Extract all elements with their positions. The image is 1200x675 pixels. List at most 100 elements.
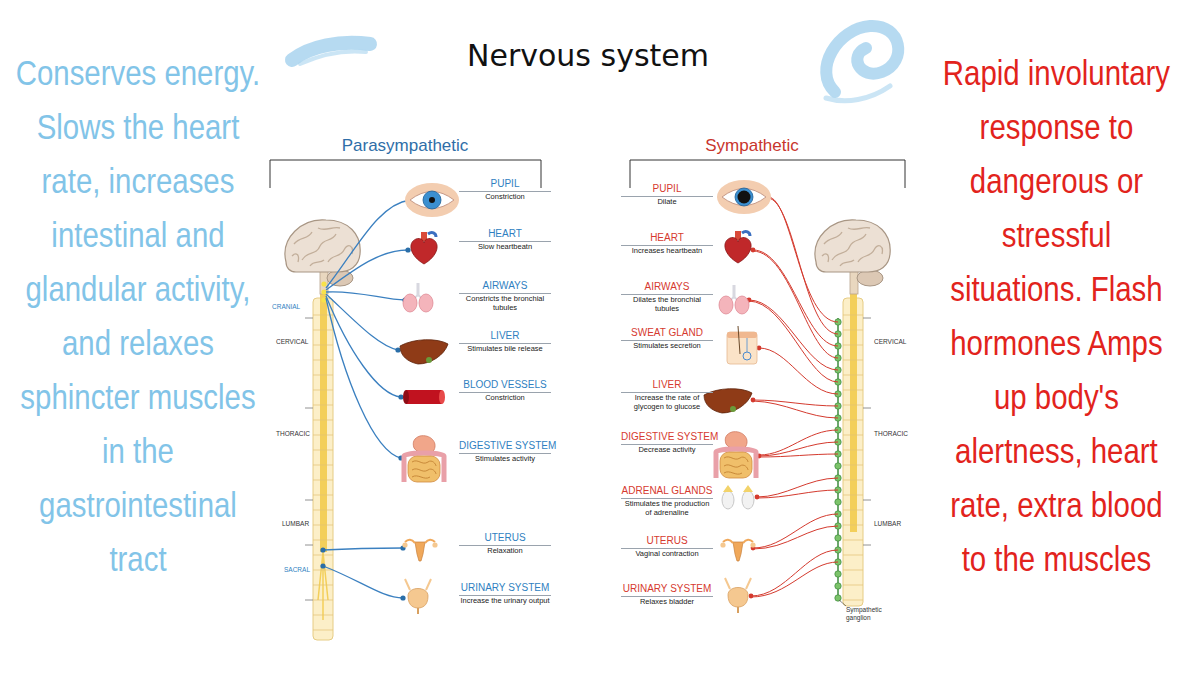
nerve-end-dot — [400, 595, 405, 600]
sympathetic-nerve — [749, 301, 838, 382]
organ-name: AIRWAYS — [621, 281, 713, 295]
organ-name: LIVER — [621, 379, 713, 393]
organ-name: BLOOD VESSELS — [459, 379, 551, 393]
brush-stroke — [300, 52, 366, 65]
nerve-end-dot — [320, 197, 412, 600]
parasympathetic-nerve — [323, 566, 403, 598]
eye-icon — [405, 183, 459, 217]
diagram-title: Nervous system — [418, 38, 758, 74]
sympathetic-spine — [863, 318, 871, 545]
nerve-end-dot — [320, 563, 325, 568]
sympathetic-nerve — [749, 197, 838, 597]
organ-name: SWEAT GLAND — [621, 327, 713, 341]
parasympathetic-spine — [318, 552, 328, 620]
ganglion-chain — [835, 318, 846, 606]
sympathetic-nerve — [753, 251, 838, 358]
organ-effect: Vaginal contraction — [621, 550, 713, 559]
sympathetic-nerve — [753, 400, 838, 406]
sympathetic-nerve — [768, 197, 838, 322]
sympathetic-nerve — [749, 300, 838, 370]
organ-effect: Constriction — [459, 394, 551, 403]
sympathetic-nerve — [759, 348, 838, 394]
organ-name: HEART — [621, 232, 713, 246]
ganglion-chain — [835, 595, 841, 601]
nerve-end-dot — [398, 394, 403, 399]
organ-name: PUPIL — [621, 183, 713, 197]
organ-effect: Stimulates secretion — [621, 342, 713, 351]
sympathetic-nerve — [753, 514, 838, 548]
parasympathetic-nerve — [326, 250, 408, 290]
nerve-end-dot — [405, 247, 410, 252]
organ-effect: Dilate — [621, 198, 713, 207]
sympathetic-nerve — [759, 430, 838, 455]
organ-name: AIRWAYS — [459, 280, 551, 294]
brush-stroke — [826, 26, 898, 92]
organ-effect: Constricts the bronchial tubules — [459, 295, 551, 312]
parasympathetic-spine — [320, 292, 327, 552]
ganglion-chain — [835, 535, 841, 541]
bladder-icon — [725, 578, 751, 613]
liver-icon — [400, 340, 448, 364]
parasympathetic-nerve — [323, 548, 403, 550]
sympathetic-nerve — [751, 562, 838, 597]
side-note: Rapid involuntary response to dangerous … — [938, 46, 1175, 586]
organ-effect: Increase the urinary output — [459, 597, 551, 606]
organ-effect: Slow heartbeatn — [459, 243, 551, 252]
panel-heading: Parasympathetic — [305, 136, 505, 156]
parasympathetic-nerve — [326, 296, 401, 397]
nerve-end-dot — [320, 547, 325, 552]
airways-icon — [719, 285, 749, 314]
organ-effect: Stimulates bile release — [459, 345, 551, 354]
organ-effect: Constriction — [459, 193, 551, 202]
panel-bracket — [270, 160, 905, 188]
organ-name: DIGESTIVE SYSTEM — [459, 440, 551, 454]
organ-name: PUPIL — [459, 178, 551, 192]
sympathetic-spine — [843, 315, 863, 600]
organ-effect: Increase the rate of glycogen to glucose — [621, 394, 713, 411]
brush-stroke — [826, 86, 890, 101]
organ-name: LIVER — [459, 330, 551, 344]
bladder-icon — [405, 579, 431, 614]
spine-region-label: LUMBAR — [282, 520, 316, 528]
organ-effect: Dilates the bronchial tubules — [621, 296, 713, 313]
spine-region-label: CERVICAL — [276, 338, 316, 346]
ganglion-label: Sympathetic ganglion — [846, 606, 906, 622]
sympathetic-spine — [850, 292, 857, 532]
spine-region-label: CRANIAL — [272, 303, 314, 311]
heart-icon — [411, 232, 437, 264]
spine-region-label: CERVICAL — [874, 338, 919, 346]
side-note: Conserves energy. Slows the heart rate, … — [12, 46, 264, 586]
spine-region-label: THORACIC — [276, 430, 316, 438]
organ-name: UTERUS — [459, 532, 551, 546]
panel-heading: Sympathetic — [652, 136, 852, 156]
ganglion-chain — [835, 463, 841, 469]
ganglion-chain — [835, 319, 841, 601]
spine-region-label: THORACIC — [874, 430, 919, 438]
sympathetic-nerve — [753, 401, 838, 418]
sympathetic-nerve — [757, 490, 838, 498]
organ-name: DIGESTIVE SYSTEM — [621, 431, 713, 445]
organ-effect: Relaxation — [459, 547, 551, 556]
brainstem-highlight — [321, 289, 326, 294]
parasympathetic-nerve — [326, 298, 401, 458]
brush-stroke — [292, 26, 898, 101]
organ-effect: Increases heartbeatn — [621, 247, 713, 256]
uterus-icon — [402, 540, 437, 561]
organ-effect: Decrease activity — [621, 446, 713, 455]
blood-vessel-icon — [403, 390, 445, 404]
spine-region-label: SACRAL — [284, 566, 318, 574]
ganglion-chain — [839, 600, 846, 606]
sympathetic-nerve — [759, 454, 838, 457]
nerve-end-dot — [749, 594, 754, 599]
parasympathetic-spine — [305, 292, 333, 640]
digestive-icon — [404, 436, 444, 482]
spine-region-label: LUMBAR — [874, 520, 919, 528]
adrenal-icon — [722, 485, 754, 509]
parasympathetic-nerve — [326, 200, 410, 288]
pupil-constricted — [429, 197, 435, 203]
heart-icon — [725, 231, 751, 263]
parasympathetic-spine — [305, 318, 313, 600]
digestive-icon — [716, 432, 756, 478]
airways-icon — [403, 283, 433, 312]
